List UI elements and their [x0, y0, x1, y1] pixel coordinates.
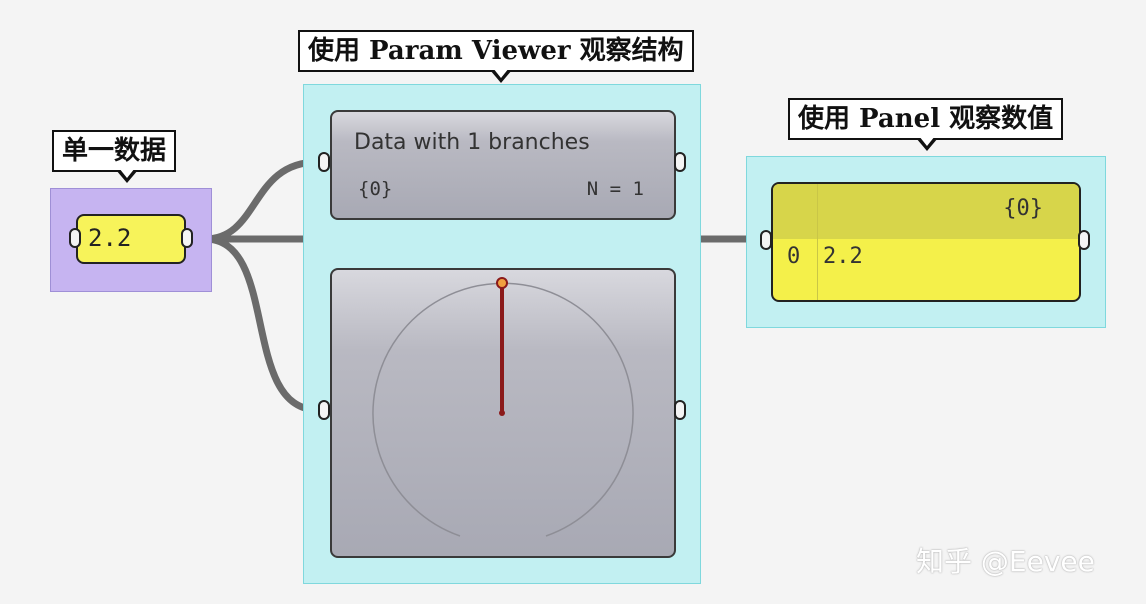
callout-param-viewer: 使用 Param Viewer 观察结构 — [298, 30, 694, 83]
callout-panel: 使用 Panel 观察数值 — [788, 98, 1064, 151]
callout-single-data-text: 单一数据 — [62, 136, 167, 166]
panel-header: {0} — [1003, 196, 1043, 221]
callout-single-data: 单一数据 — [52, 130, 177, 183]
number-param-input-grip[interactable] — [69, 228, 81, 248]
gauge-needle-tip — [496, 277, 508, 289]
callout-param-viewer-text: 使用 Param Viewer 观察结构 — [308, 36, 684, 66]
wire-to-gauge — [201, 235, 322, 414]
panel-output-grip[interactable] — [1078, 230, 1090, 250]
gauge-output-grip[interactable] — [674, 400, 686, 420]
param-viewer-component[interactable]: Data with 1 branches {0} N = 1 — [330, 110, 676, 220]
panel-header-bar — [773, 184, 1079, 239]
number-param-value: 2.2 — [88, 224, 132, 252]
gauge-dial — [372, 277, 634, 537]
panel-index: 0 — [787, 244, 801, 269]
param-viewer-input-grip[interactable] — [318, 152, 330, 172]
panel-index-divider — [817, 184, 818, 300]
param-viewer-output-grip[interactable] — [674, 152, 686, 172]
panel-component[interactable]: {0} 0 2.2 — [771, 182, 1081, 302]
panel-input-grip[interactable] — [760, 230, 772, 250]
number-param[interactable]: 2.2 — [76, 214, 186, 264]
callout-panel-text: 使用 Panel 观察数值 — [798, 104, 1054, 134]
gauge-input-grip[interactable] — [318, 400, 330, 420]
param-viewer-path: {0} — [358, 178, 393, 200]
gauge-needle-pivot — [499, 410, 505, 416]
watermark: 知乎 @Eevee — [916, 545, 1095, 578]
panel-value: 2.2 — [823, 244, 863, 269]
param-viewer-title: Data with 1 branches — [354, 130, 590, 155]
param-viewer-count: N = 1 — [586, 178, 644, 200]
number-param-output-grip[interactable] — [181, 228, 193, 248]
wire-to-param-viewer — [201, 158, 322, 243]
